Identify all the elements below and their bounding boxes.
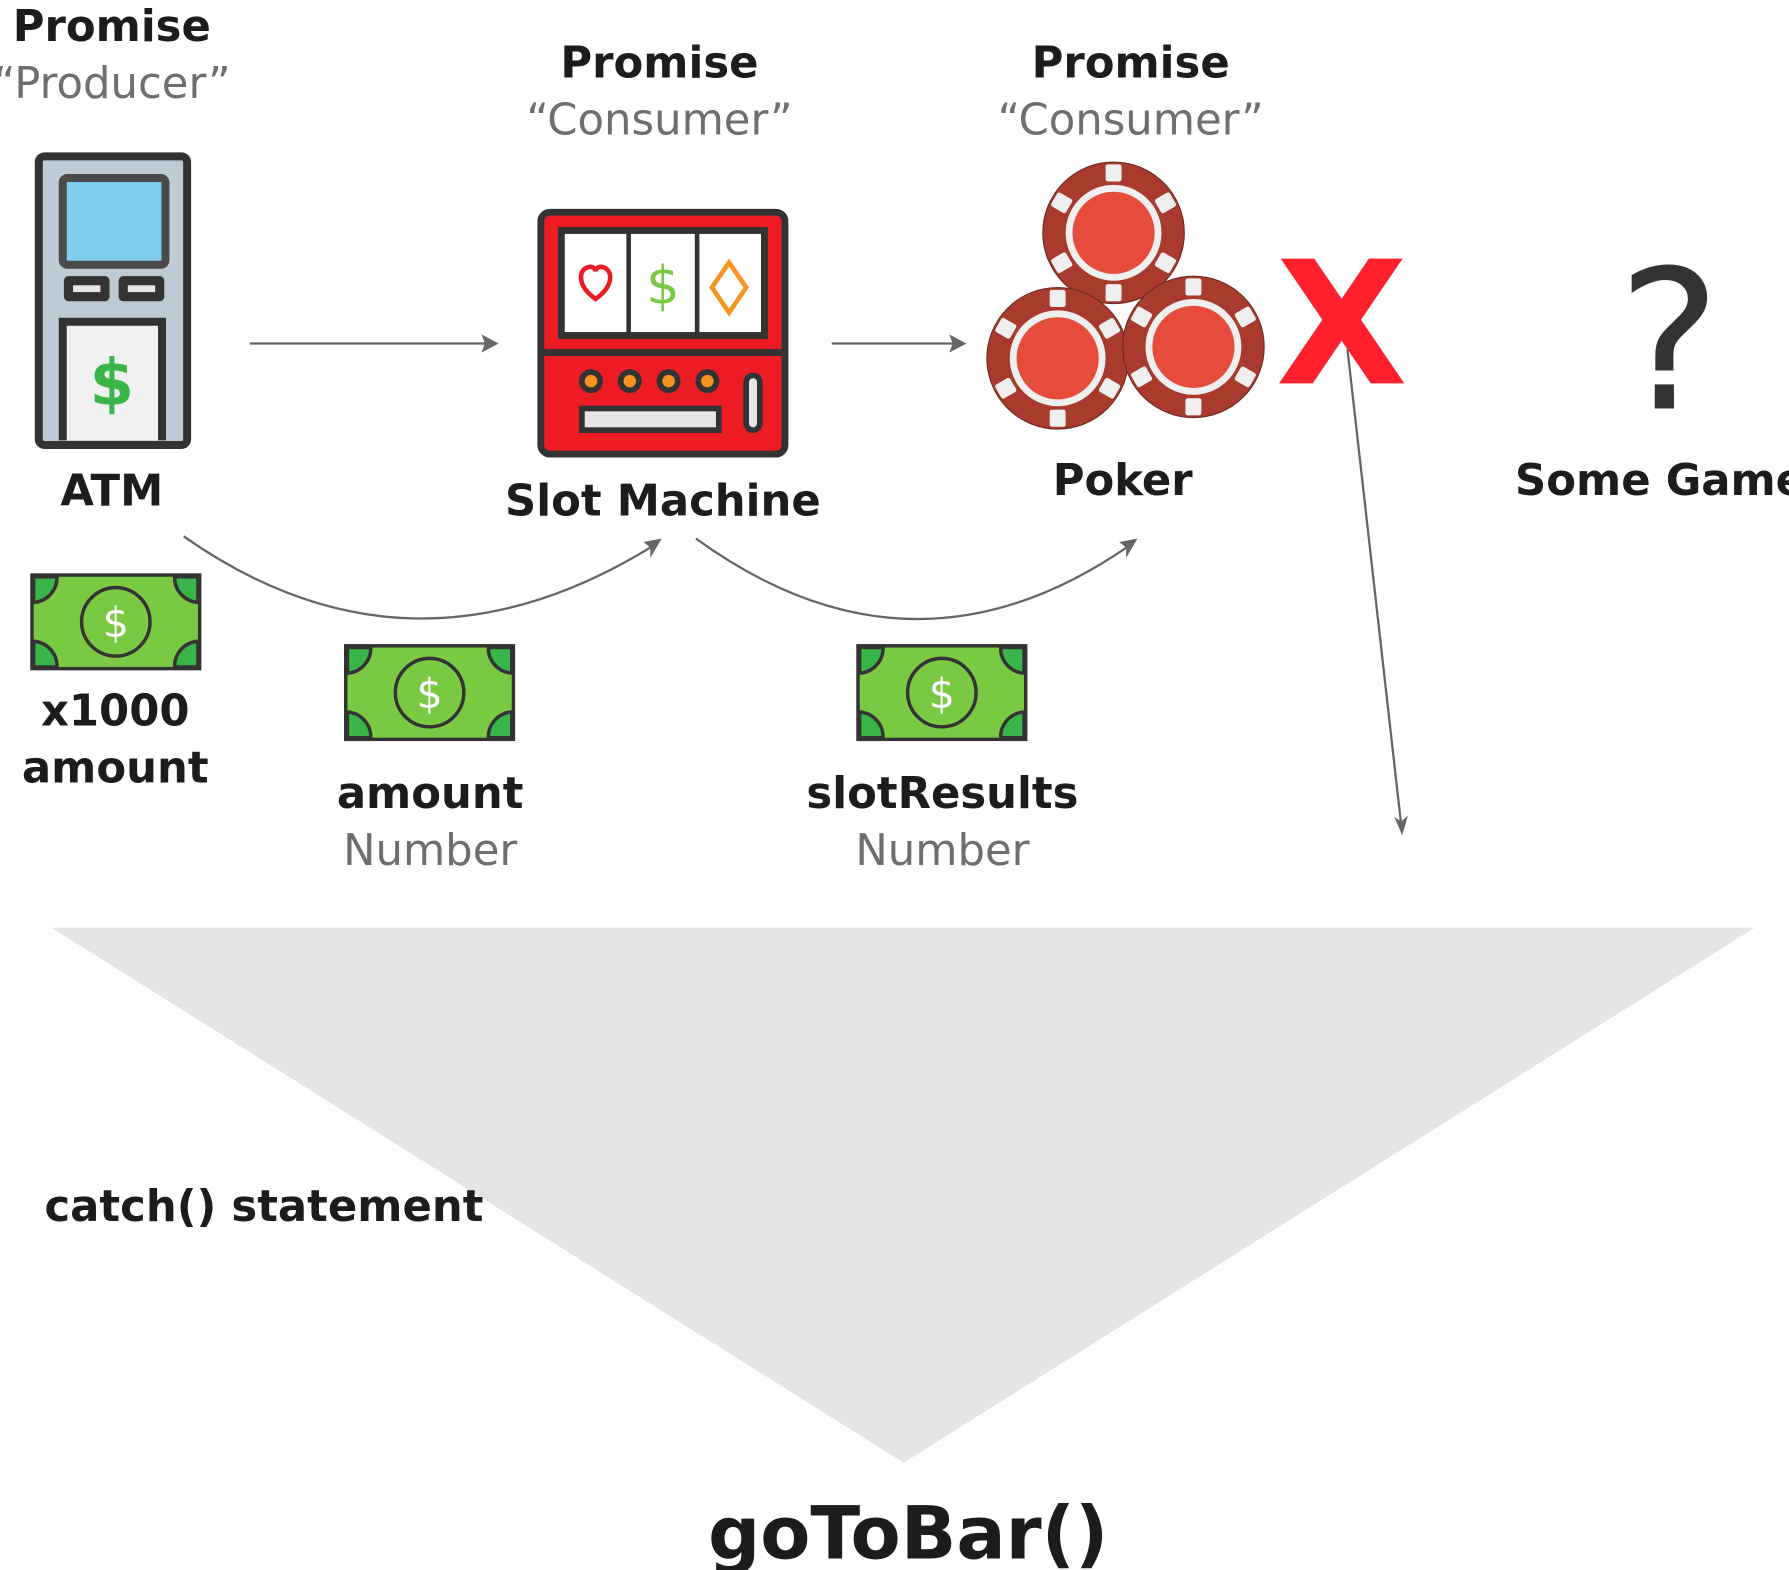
money-item-x1000: x1000 amount [22,573,209,794]
poker-name: Poker [1053,456,1194,506]
money-name: slotResults [806,769,1078,819]
money-name: amount [22,744,209,794]
poker-column: Promise “Consumer” Poker [986,39,1265,506]
go-to-bar-label: goToBar() [708,1492,1108,1570]
dollar-icon: $ [90,347,134,421]
arrow-slot-to-poker [831,334,967,353]
curve-arrow-slotresults [695,537,1138,621]
atm-name: ATM [60,466,163,516]
rejection-x-mark: X [1276,225,1408,424]
some-game-column: ? Some Game [1515,228,1789,506]
money-item-amount: amount Number [337,644,524,876]
slot-machine-icon: $ [537,208,789,458]
heart-icon [578,264,613,302]
curve-arrow-amount [183,535,662,620]
catch-funnel [51,927,1755,1463]
atm-column: Promise “Producer” $ ATM [0,2,231,516]
money-bill-icon [856,644,1028,742]
poker-promise-label: Promise [1032,39,1230,89]
money-multiplier: x1000 [41,687,190,737]
some-game-name: Some Game [1515,456,1789,506]
atm-promise-label: Promise [13,2,211,52]
arrow-rejection-to-catch [1346,349,1408,836]
slot-promise-label: Promise [560,39,758,89]
slot-machine-name: Slot Machine [505,477,821,527]
arrow-atm-to-slot [249,334,499,353]
slot-role-label: “Consumer” [526,96,792,146]
money-type: Number [343,826,517,876]
catch-statement-label: catch() statement [44,1182,483,1232]
diamond-icon [709,258,749,317]
money-bill-icon [30,573,202,671]
poker-role-label: “Consumer” [998,96,1264,146]
money-item-slotresults: slotResults Number [806,644,1078,876]
dollar-icon: $ [646,256,679,317]
slot-machine-column: Promise “Consumer” $ Slot Machine [505,39,821,527]
atm-role-label: “Producer” [0,59,231,109]
question-mark-icon: ? [1618,228,1721,454]
money-type: Number [855,826,1029,876]
atm-icon: $ [34,152,192,449]
money-bill-icon [343,644,516,742]
money-name: amount [337,769,524,819]
poker-chips-icon [986,161,1265,430]
